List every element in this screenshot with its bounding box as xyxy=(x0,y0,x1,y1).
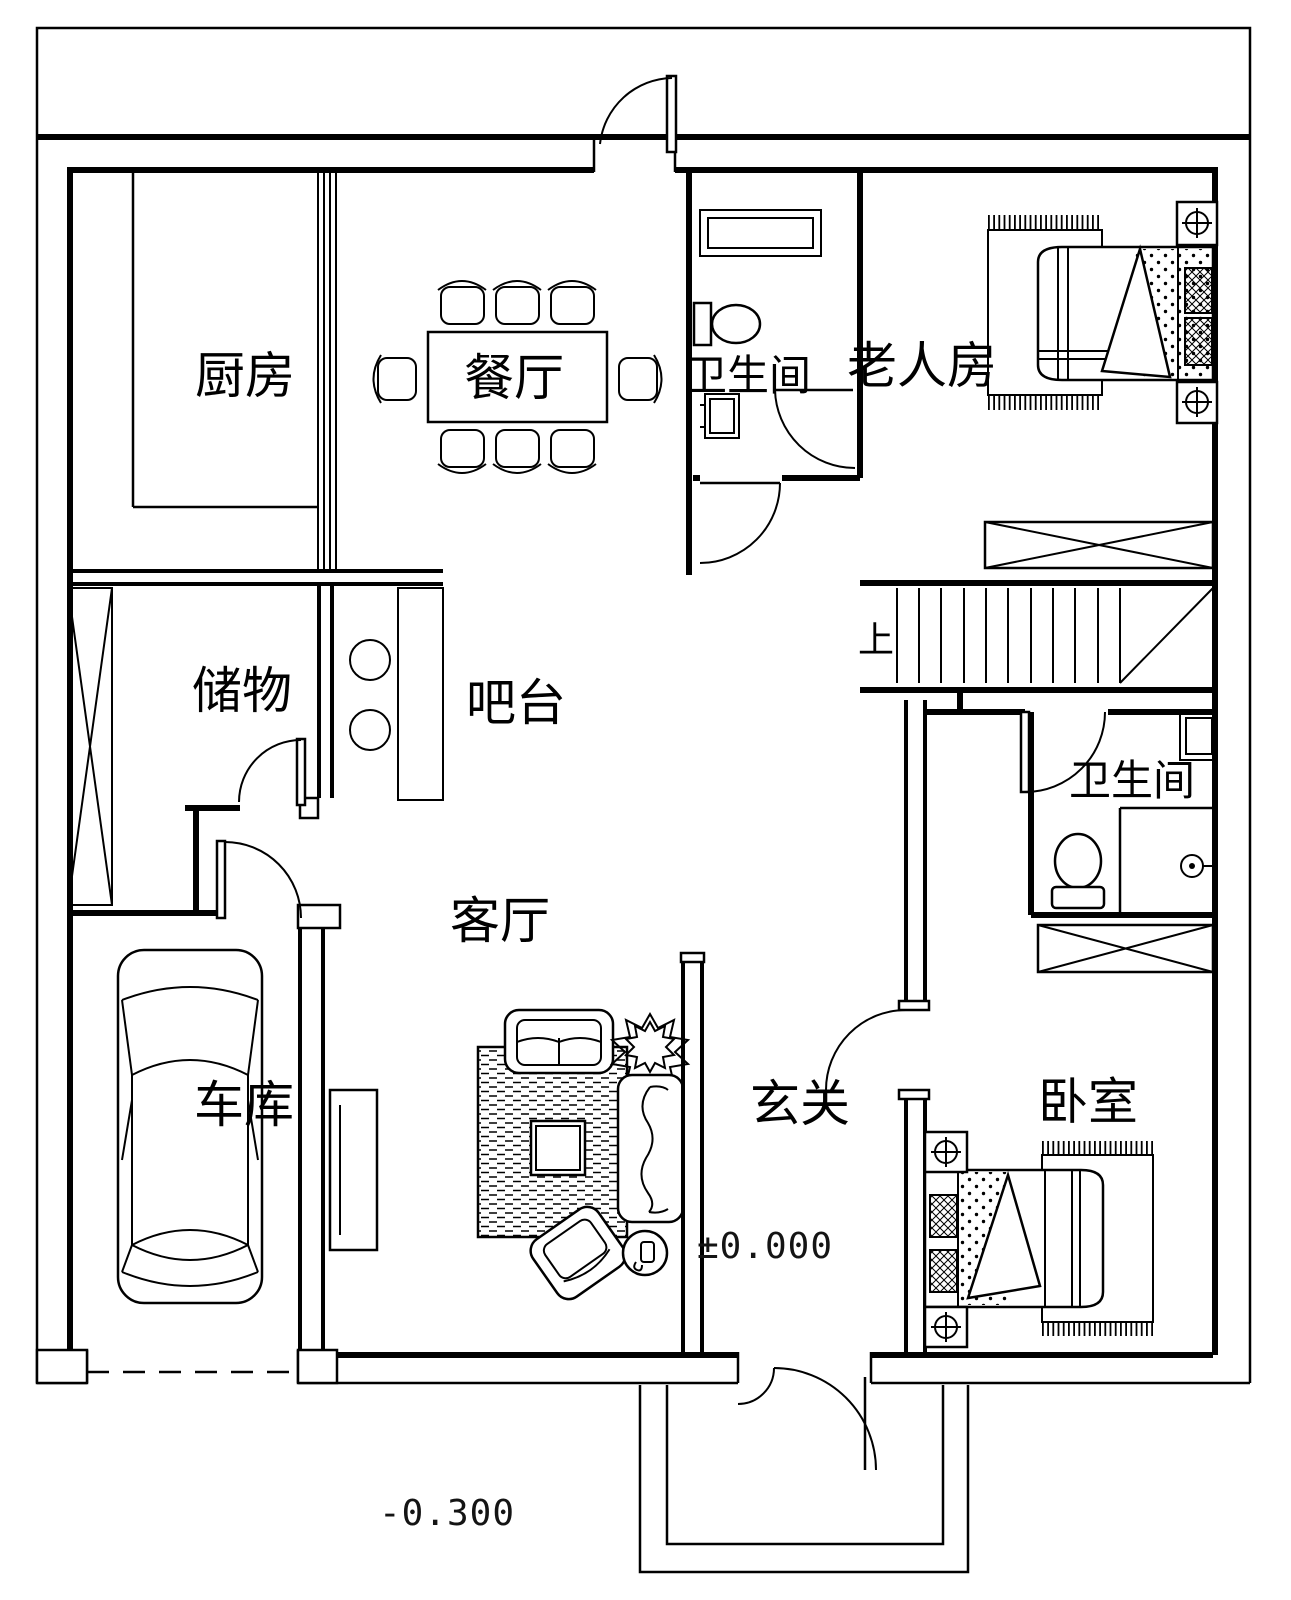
label-storage: 储物 xyxy=(192,663,292,719)
coffee-table-icon xyxy=(529,1119,587,1177)
label-stairs-up: 上 xyxy=(858,620,894,660)
label-living: 客厅 xyxy=(450,893,550,949)
label-bedroom: 卧室 xyxy=(1038,1074,1138,1130)
elder-room xyxy=(860,200,1219,586)
sink-icon xyxy=(1179,711,1218,761)
label-entry: 玄关 xyxy=(750,1076,850,1132)
label-bar: 吧台 xyxy=(466,675,566,731)
label-dining: 餐厅 xyxy=(464,350,564,406)
wardrobe-icon xyxy=(1036,923,1215,974)
label-entry-elevation: ±0.000 xyxy=(697,1226,833,1267)
shelf-icon xyxy=(67,587,113,906)
storage-room xyxy=(67,584,342,930)
bathroom-top-door-icon xyxy=(774,388,856,469)
bathroom-top xyxy=(686,167,863,575)
entry-hall xyxy=(638,951,970,1574)
shower-icon xyxy=(1118,806,1215,915)
sofa-icon xyxy=(616,1073,685,1224)
bar-stool-icon xyxy=(349,709,391,751)
bedroom xyxy=(923,923,1215,1349)
label-bathroom-right: 卫生间 xyxy=(1069,759,1195,805)
wardrobe-icon xyxy=(983,520,1215,570)
hall-door-icon xyxy=(699,481,781,564)
living-room xyxy=(328,1008,691,1301)
top-door-icon xyxy=(599,74,678,154)
bar-stool-icon xyxy=(349,639,391,681)
bathroom-right xyxy=(925,709,1218,918)
floor-lamp-icon xyxy=(621,1229,669,1277)
dining-table-icon xyxy=(372,280,663,474)
cabinet-icon xyxy=(328,1088,379,1252)
nightstand-icon xyxy=(923,1130,969,1349)
kitchen-area xyxy=(70,170,443,586)
bar-area xyxy=(349,587,444,801)
front-door-icon xyxy=(737,1367,877,1471)
label-kitchen: 厨房 xyxy=(195,348,295,404)
armchair-icon xyxy=(529,1205,627,1301)
bed-icon xyxy=(1036,244,1215,382)
stairs xyxy=(860,587,1214,693)
bedroom-door-icon xyxy=(825,1009,907,1091)
label-garage: 车库 xyxy=(194,1077,294,1133)
porch-steps xyxy=(638,1385,970,1574)
toilet-icon xyxy=(1050,832,1106,910)
bedroom-wall xyxy=(825,690,963,1352)
sink-icon xyxy=(700,393,740,439)
label-bathroom-top: 卫生间 xyxy=(685,354,811,400)
bathroom-right-door-icon xyxy=(1019,710,1106,794)
car-icon xyxy=(116,948,264,1305)
label-elder-room: 老人房 xyxy=(847,338,997,394)
garage xyxy=(87,928,325,1374)
bed-icon xyxy=(923,1168,1105,1309)
toilet-icon xyxy=(692,301,762,347)
sofa-icon xyxy=(503,1008,615,1075)
nightstand-icon xyxy=(1175,200,1219,425)
label-garage-elevation: -0.300 xyxy=(379,1493,515,1534)
